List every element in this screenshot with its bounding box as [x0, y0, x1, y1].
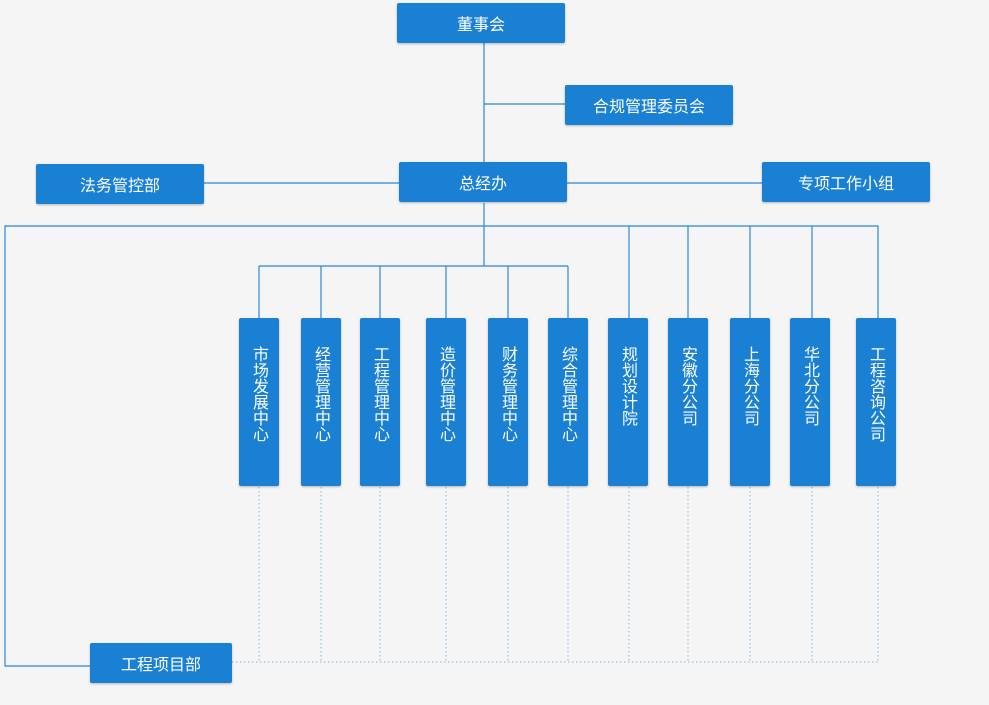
dept-engineering-consulting: 工程咨询公司	[856, 318, 896, 486]
dept-label: 规划设计院	[619, 346, 638, 426]
dept-finance-management: 财务管理中心	[488, 318, 528, 486]
dept-label: 上海分公司	[741, 346, 760, 426]
dept-anhui-branch: 安徽分公司	[668, 318, 708, 486]
dept-label: 经营管理中心	[312, 346, 331, 442]
dept-general-management: 综合管理中心	[548, 318, 588, 486]
node-project-dept: 工程项目部	[90, 643, 232, 683]
dept-engineering-management: 工程管理中心	[360, 318, 400, 486]
node-project-dept-label: 工程项目部	[120, 655, 201, 674]
dept-label: 工程咨询公司	[867, 346, 886, 442]
dept-planning-design-institute: 规划设计院	[608, 318, 648, 486]
node-legal: 法务管控部	[36, 164, 204, 204]
dept-operation-management: 经营管理中心	[301, 318, 341, 486]
dept-label: 市场发展中心	[250, 346, 269, 442]
dept-label: 造价管理中心	[437, 346, 456, 442]
node-gm-office: 总经办	[399, 162, 567, 202]
dept-label: 工程管理中心	[371, 346, 390, 442]
dept-cost-management: 造价管理中心	[426, 318, 466, 486]
dept-label: 综合管理中心	[559, 346, 578, 442]
node-compliance: 合规管理委员会	[565, 85, 733, 125]
dept-label: 财务管理中心	[499, 346, 518, 442]
dept-label: 安徽分公司	[679, 346, 698, 426]
node-board-label: 董事会	[456, 15, 505, 34]
node-board: 董事会	[397, 3, 565, 43]
node-compliance-label: 合规管理委员会	[592, 97, 705, 116]
node-legal-label: 法务管控部	[79, 176, 160, 195]
dept-north-china-branch: 华北分公司	[790, 318, 830, 486]
dept-label: 华北分公司	[801, 346, 820, 426]
connector-outer-loop	[4, 225, 879, 667]
node-special-group: 专项工作小组	[762, 162, 930, 202]
node-special-group-label: 专项工作小组	[797, 174, 894, 193]
dept-market-development: 市场发展中心	[239, 318, 279, 486]
node-gm-office-label: 总经办	[458, 174, 507, 193]
dept-shanghai-branch: 上海分公司	[730, 318, 770, 486]
